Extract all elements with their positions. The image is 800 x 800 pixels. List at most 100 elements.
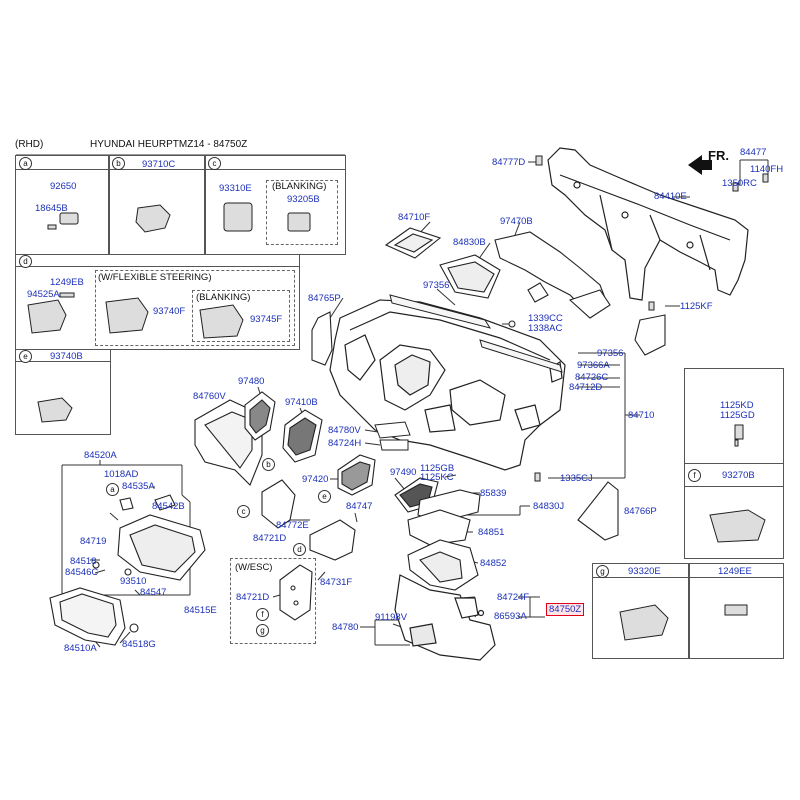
part-84542B[interactable]: 84542B [152, 501, 185, 512]
inset-box-d-header [15, 254, 300, 267]
part-84766P[interactable]: 84766P [624, 506, 657, 517]
part-91198V[interactable]: 91198V [375, 612, 408, 623]
ref-circle-e: e [318, 490, 331, 503]
part-84721D-upper[interactable]: 84721D [253, 533, 287, 544]
part-1125KC[interactable]: 1125KC [420, 472, 454, 483]
part-84547[interactable]: 84547 [140, 587, 167, 598]
part-84477[interactable]: 84477 [740, 147, 767, 158]
ref-circle-b: b [262, 458, 275, 471]
part-1249EE[interactable]: 1249EE [718, 566, 752, 577]
inset-header-row [15, 155, 346, 170]
part-84760V[interactable]: 84760V [193, 391, 226, 402]
drive-side-label: (RHD) [15, 139, 44, 150]
part-97480[interactable]: 97480 [238, 376, 265, 387]
blanking-note-d: (BLANKING) [196, 292, 251, 303]
esc-box [230, 558, 316, 644]
part-93740B[interactable]: 93740B [50, 351, 83, 362]
part-85839[interactable]: 85839 [480, 488, 507, 499]
part-84724F[interactable]: 84724F [497, 592, 530, 603]
part-1125KF[interactable]: 1125KF [680, 301, 713, 312]
part-84765P[interactable]: 84765P [308, 293, 341, 304]
part-84520A[interactable]: 84520A [84, 450, 117, 461]
part-84710F[interactable]: 84710F [398, 212, 431, 223]
part-84410E[interactable]: 84410E [654, 191, 687, 202]
part-86593A[interactable]: 86593A [494, 611, 527, 622]
flex-steering-box [95, 270, 295, 346]
part-84726C[interactable]: 84726C [575, 372, 609, 383]
part-84546C[interactable]: 84546C [65, 567, 99, 578]
part-93745F[interactable]: 93745F [250, 314, 283, 325]
inset-box-g-divider [688, 563, 690, 659]
part-84777D[interactable]: 84777D [492, 157, 526, 168]
inset-letter-a: a [19, 157, 32, 170]
part-1018AD[interactable]: 1018AD [104, 469, 139, 480]
part-84772E[interactable]: 84772E [276, 520, 309, 531]
part-84747[interactable]: 84747 [346, 501, 373, 512]
part-93205B[interactable]: 93205B [287, 194, 320, 205]
flex-steering-note: (W/FLEXIBLE STEERING) [98, 272, 212, 283]
ref-circle-f: f [256, 608, 269, 621]
part-94525A[interactable]: 94525A [27, 289, 60, 300]
part-84830J[interactable]: 84830J [533, 501, 565, 512]
part-84750Z-highlighted[interactable]: 84750Z [546, 603, 585, 616]
part-84510A[interactable]: 84510A [64, 643, 97, 654]
part-84518G[interactable]: 84518G [122, 639, 156, 650]
inset-letter-g: g [596, 565, 609, 578]
inset-letter-d: d [19, 255, 32, 268]
ref-circle-c: c [237, 505, 250, 518]
part-1140FH[interactable]: 1140FH [750, 164, 784, 175]
part-84719[interactable]: 84719 [80, 536, 107, 547]
part-1249EB[interactable]: 1249EB [50, 277, 84, 288]
inset-cell-c-divider [204, 155, 206, 255]
ref-circle-g: g [256, 624, 269, 637]
part-93310E[interactable]: 93310E [219, 183, 252, 194]
part-84780[interactable]: 84780 [332, 622, 359, 633]
part-1125GB[interactable]: 1125GB [420, 463, 455, 474]
part-84518[interactable]: 84518 [70, 556, 97, 567]
part-1339CC[interactable]: 1339CC [528, 313, 563, 324]
part-84852[interactable]: 84852 [480, 558, 507, 569]
part-1338AC[interactable]: 1338AC [528, 323, 563, 334]
part-93270B[interactable]: 93270B [722, 470, 755, 481]
inset-letter-f: f [688, 469, 701, 482]
part-84830B[interactable]: 84830B [453, 237, 486, 248]
part-93710C[interactable]: 93710C [142, 159, 176, 170]
part-84721D-lower[interactable]: 84721D [236, 592, 270, 603]
part-84515E[interactable]: 84515E [184, 605, 217, 616]
part-97356-top[interactable]: 97356 [423, 280, 450, 291]
part-97410B[interactable]: 97410B [285, 397, 318, 408]
part-84724H[interactable]: 84724H [328, 438, 362, 449]
inset-letter-e: e [19, 350, 32, 363]
part-84710[interactable]: 84710 [628, 410, 655, 421]
inset-letter-c: c [208, 157, 221, 170]
blanking-note-c: (BLANKING) [272, 181, 327, 192]
inset-box-e-header [15, 349, 111, 362]
part-84851[interactable]: 84851 [478, 527, 505, 538]
inset-letter-b: b [112, 157, 125, 170]
model-title: HYUNDAI HEURPTMZ14 - 84750Z [90, 139, 248, 150]
part-1335CJ[interactable]: 1335CJ [560, 473, 593, 484]
part-97356-right[interactable]: 97356 [597, 348, 624, 359]
part-97420[interactable]: 97420 [302, 474, 329, 485]
blanking-box-c [266, 180, 338, 245]
part-92650[interactable]: 92650 [50, 181, 77, 192]
part-93740F[interactable]: 93740F [153, 306, 186, 317]
part-1350RC[interactable]: 1350RC [722, 178, 757, 189]
part-1125KD[interactable]: 1125KD [720, 400, 754, 411]
part-1125GD[interactable]: 1125GD [720, 410, 755, 421]
part-84780V[interactable]: 84780V [328, 425, 361, 436]
part-84731F[interactable]: 84731F [320, 577, 353, 588]
part-93320E[interactable]: 93320E [628, 566, 661, 577]
part-84535A[interactable]: 84535A [122, 481, 155, 492]
inset-cell-b-divider [108, 155, 110, 255]
part-97366A[interactable]: 97366A [577, 360, 610, 371]
ref-circle-a: a [106, 483, 119, 496]
part-97490[interactable]: 97490 [390, 467, 417, 478]
part-18645B[interactable]: 18645B [35, 203, 68, 214]
blanking-box-d [192, 290, 290, 342]
part-93510[interactable]: 93510 [120, 576, 147, 587]
part-84712D[interactable]: 84712D [569, 382, 603, 393]
part-97470B[interactable]: 97470B [500, 216, 533, 227]
ref-circle-d: d [293, 543, 306, 556]
